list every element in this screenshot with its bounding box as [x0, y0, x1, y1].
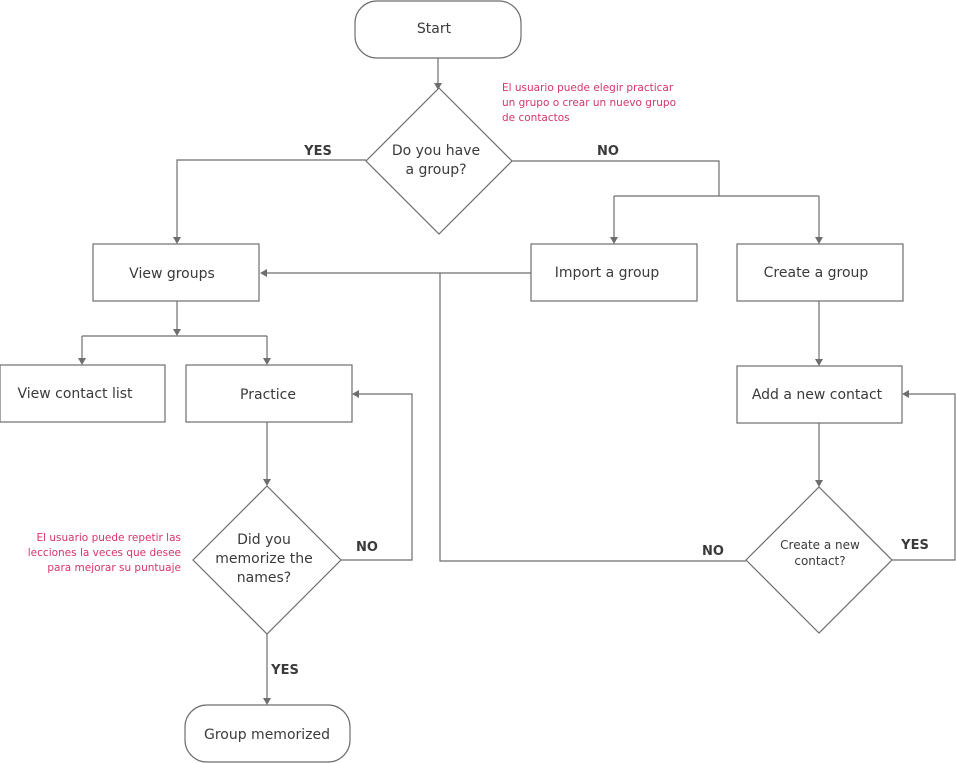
- arrow-head: [815, 480, 823, 487]
- group-no-label: NO: [597, 144, 619, 159]
- memorize-question-line-3: names?: [237, 570, 291, 586]
- arrow-head: [352, 390, 359, 398]
- arrow-head: [173, 237, 181, 244]
- group-question-line-2: a group?: [405, 162, 466, 178]
- add-contact-box: [736, 365, 903, 424]
- arrow-head: [260, 269, 267, 277]
- arrow-head: [263, 358, 271, 365]
- arrow-head: [173, 329, 181, 336]
- edge-new-contact-yes-loop: [891, 393, 956, 561]
- group-question-diamond: [365, 87, 513, 235]
- memorize-no-label: NO: [356, 540, 378, 555]
- import-group-label: Import a group: [555, 265, 660, 281]
- new-contact-question-line-1: Create a new: [780, 538, 860, 552]
- arrow-head: [815, 359, 823, 366]
- practice-label: Practice: [240, 387, 296, 403]
- group-question-line-1: Do you have: [392, 143, 480, 159]
- memorize-question-line-2: memorize the: [215, 551, 313, 567]
- memorize-question-diamond: [192, 485, 342, 635]
- start-terminal: [354, 0, 522, 59]
- edge-memorize-no-loop: [341, 393, 413, 561]
- start-label: Start: [417, 21, 452, 37]
- group-memorized-terminal: [184, 704, 351, 763]
- repeat-note-line-1: El usuario puede repetir las: [36, 532, 181, 544]
- group-memorized-label: Group memorized: [204, 727, 330, 743]
- new-contact-no-label: NO: [702, 544, 724, 559]
- arrow-head: [263, 479, 271, 486]
- view-contact-list-box: [0, 364, 166, 423]
- arrow-head: [610, 237, 618, 244]
- edge-group-no: [512, 160, 720, 196]
- practice-box: [185, 364, 353, 423]
- memorize-question-line-1: Did you: [237, 532, 291, 548]
- repeat-note-line-3: para mejorar su puntuaje: [47, 562, 181, 574]
- arrow-head: [902, 390, 909, 398]
- view-contact-list-label: View contact list: [17, 386, 133, 402]
- memorize-yes-label: YES: [270, 663, 299, 678]
- edge-group-yes: [176, 159, 366, 238]
- choice-note-line-2: un grupo o crear un nuevo grupo: [502, 97, 676, 109]
- new-contact-question-line-2: contact?: [794, 554, 845, 568]
- import-group-box: [530, 243, 698, 302]
- add-contact-label: Add a new contact: [752, 387, 883, 403]
- new-contact-yes-label: YES: [900, 538, 929, 553]
- choice-note-line-1: El usuario puede elegir practicar: [502, 82, 674, 94]
- create-group-box: [736, 243, 904, 302]
- view-groups-box: [92, 243, 260, 302]
- choice-note-line-3: de contactos: [502, 112, 570, 124]
- repeat-note-line-2: lecciones la veces que desee: [28, 547, 181, 559]
- edge-new-contact-no: [439, 273, 746, 562]
- arrow-head: [434, 83, 442, 90]
- arrow-head: [78, 358, 86, 365]
- arrow-head: [263, 698, 271, 705]
- create-group-label: Create a group: [764, 265, 869, 281]
- group-yes-label: YES: [303, 144, 332, 159]
- arrow-head: [815, 237, 823, 244]
- new-contact-question-diamond: [745, 486, 893, 634]
- view-groups-label: View groups: [129, 266, 215, 282]
